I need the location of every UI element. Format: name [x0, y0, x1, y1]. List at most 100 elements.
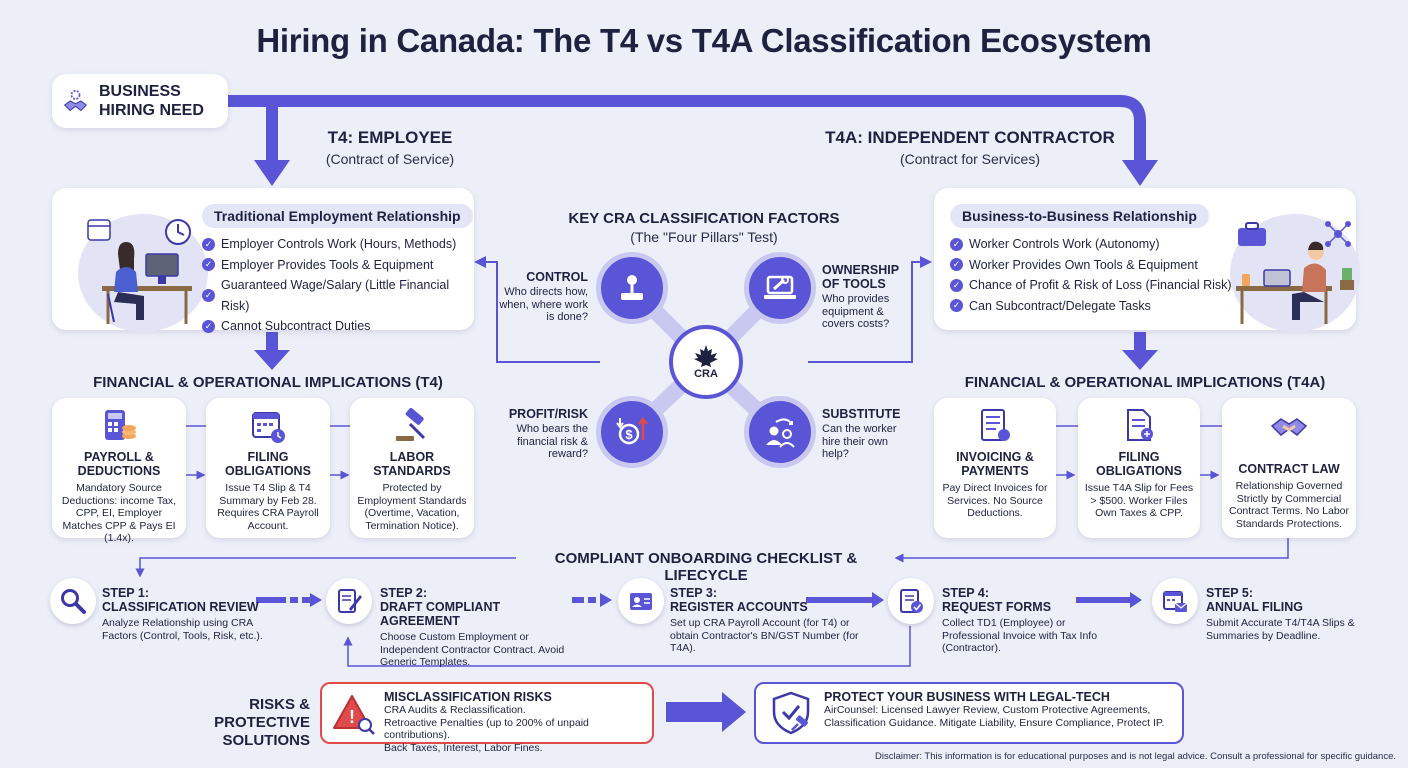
contractor-illustration: [1230, 214, 1360, 332]
t4-relationship-item: ✓Employer Controls Work (Hours, Methods): [202, 234, 474, 255]
t4-implications-heading: FINANCIAL & OPERATIONAL IMPLICATIONS (T4…: [93, 374, 443, 391]
gavel-icon: [392, 406, 432, 446]
handshake-gear-icon: [63, 90, 88, 112]
t4a-implication-filing: FILING OBLIGATIONS Issue T4A Slip for Fe…: [1078, 398, 1200, 538]
joystick-icon: [621, 275, 643, 300]
calculator-coins-icon: [99, 406, 139, 446]
factor-control: CONTROL Who directs how, when, where wor…: [499, 270, 588, 323]
flow-to-t4: [228, 95, 278, 166]
cra-hub: CRA: [669, 325, 743, 399]
t4a-relationship-item: ✓Can Subcontract/Delegate Tasks: [950, 296, 1232, 317]
document-pen-icon: [338, 589, 362, 613]
step-4-circle: [888, 578, 934, 624]
check-icon: ✓: [202, 258, 215, 272]
pillar-control: [596, 252, 668, 324]
id-card-icon: [630, 593, 652, 610]
t4-relationship-item: ✓Cannot Subcontract Duties: [202, 316, 474, 337]
factors-heading-block: KEY CRA CLASSIFICATION FACTORS (The "Fou…: [554, 210, 854, 245]
disclaimer: Disclaimer: This information is for educ…: [874, 751, 1396, 762]
document-icon: [1119, 406, 1159, 446]
check-icon: ✓: [950, 258, 963, 272]
pillar-ownership: [744, 252, 816, 324]
check-icon: ✓: [950, 278, 963, 292]
t4-implication-payroll: PAYROLL & DEDUCTIONS Mandatory Source De…: [52, 398, 186, 544]
protect-title: PROTECT YOUR BUSINESS WITH LEGAL-TECH: [824, 690, 1110, 704]
calendar-clock-icon: [248, 406, 288, 446]
factor-ownership: OWNERSHIP OF TOOLS Who provides equipmen…: [822, 263, 899, 330]
step-3: STEP 3: REGISTER ACCOUNTS Set up CRA Pay…: [670, 586, 859, 654]
t4-relationship-item: ✓Employer Provides Tools & Equipment: [202, 255, 474, 276]
t4-relationship-title: Traditional Employment Relationship: [202, 204, 473, 228]
t4a-heading: T4A: INDEPENDENT CONTRACTOR: [825, 128, 1115, 147]
misclassification-title: MISCLASSIFICATION RISKS: [384, 690, 552, 704]
maple-leaf-icon: [694, 345, 718, 367]
laptop-wrench-icon: [764, 275, 796, 299]
t4a-implication-contract: CONTRACT LAW Relationship Governed Stric…: [1222, 398, 1356, 538]
step-arrow-3-head: [872, 592, 884, 608]
step-2-circle: [326, 578, 372, 624]
protect-business-box: PROTECT YOUR BUSINESS WITH LEGAL-TECH Ai…: [754, 682, 1184, 744]
t4a-relationship-item: ✓Worker Provides Own Tools & Equipment: [950, 255, 1232, 276]
dollar-arrows-icon: $: [616, 416, 648, 445]
t4-subheading: (Contract of Service): [325, 151, 455, 167]
people-arrow-icon: [766, 418, 795, 448]
shield-gavel-icon: [772, 691, 810, 735]
check-icon: ✓: [950, 299, 963, 313]
t4a-relationship-content: Business-to-Business Relationship ✓Worke…: [950, 204, 1232, 316]
step-1: STEP 1: CLASSIFICATION REVIEW Analyze Re…: [102, 586, 263, 642]
check-icon: ✓: [950, 237, 963, 251]
t4a-down-shaft: [1134, 332, 1146, 354]
step-1-circle: [50, 578, 96, 624]
check-icon: ✓: [202, 319, 215, 333]
checklist-left-feed: [135, 557, 516, 578]
t4a-relationship-item: ✓Chance of Profit & Risk of Loss (Financ…: [950, 275, 1232, 296]
t4-relationship-content: Traditional Employment Relationship ✓Emp…: [202, 204, 474, 337]
step-arrow-4-head: [1130, 592, 1142, 608]
t4-implication-labor: LABOR STANDARDS Protected by Employment …: [350, 398, 474, 538]
step-arrow-2-head: [600, 593, 612, 607]
magnifier-icon: [61, 589, 86, 614]
employee-illustration: [78, 214, 208, 332]
t4a-implication-invoicing: INVOICING & PAYMENTS Pay Direct Invoices…: [934, 398, 1056, 538]
form-check-icon: [900, 589, 923, 613]
pillar-profit-risk: $: [596, 396, 668, 468]
checklist-heading: COMPLIANT ONBOARDING CHECKLIST & LIFECYC…: [554, 550, 858, 584]
business-need-label: BUSINESS HIRING NEED: [99, 83, 204, 119]
t4-heading-block: T4: EMPLOYEE (Contract of Service): [270, 128, 510, 167]
t4a-subheading: (Contract for Services): [899, 151, 1041, 167]
factors-subheading: (The "Four Pillars" Test): [630, 229, 778, 245]
flow-to-t4a-head: [1122, 160, 1158, 186]
invoice-icon: [975, 406, 1015, 446]
risk-to-protect-arrow: [666, 692, 746, 732]
step-2: STEP 2: DRAFT COMPLIANT AGREEMENT Choose…: [380, 586, 565, 668]
t4-relationship-item: ✓Guaranteed Wage/Salary (Little Financia…: [202, 275, 474, 316]
factor-profit-risk: PROFIT/RISK Who bears the financial risk…: [508, 407, 588, 460]
factors-heading: KEY CRA CLASSIFICATION FACTORS: [568, 210, 840, 227]
misclassification-box: ! MISCLASSIFICATION RISKS CRA Audits & R…: [320, 682, 654, 754]
svg-text:$: $: [625, 427, 633, 442]
step-5-circle: [1152, 578, 1198, 624]
checklist-right-feed: [894, 538, 1289, 563]
step-3-circle: [618, 578, 664, 624]
check-icon: ✓: [202, 237, 215, 251]
t4a-relationship-item: ✓Worker Controls Work (Autonomy): [950, 234, 1232, 255]
t4a-relationship-title: Business-to-Business Relationship: [950, 204, 1209, 228]
t4-relationship-card: Traditional Employment Relationship ✓Emp…: [52, 188, 474, 333]
svg-text:!: !: [349, 707, 355, 727]
calendar-mail-icon: [1163, 591, 1188, 612]
handshake-icon: [1269, 406, 1309, 446]
check-icon: ✓: [202, 289, 215, 302]
pillar-substitute: [744, 396, 816, 468]
t4a-down-head: [1122, 350, 1158, 370]
step-arrow-1-head: [310, 593, 322, 607]
cra-hub-label: CRA: [694, 368, 718, 380]
t4-down-head: [254, 350, 290, 370]
factor-substitute: SUBSTITUTE Can the worker hire their own…: [822, 407, 901, 460]
step-5: STEP 5: ANNUAL FILING Submit Accurate T4…: [1206, 586, 1355, 642]
t4-implication-filing: FILING OBLIGATIONS Issue T4 Slip & T4 Su…: [206, 398, 330, 538]
t4-heading: T4: EMPLOYEE: [327, 128, 453, 147]
page-title: Hiring in Canada: The T4 vs T4A Classifi…: [256, 22, 1152, 59]
risks-label: RISKS & PROTECTIVE SOLUTIONS: [214, 696, 310, 749]
step-4: STEP 4: REQUEST FORMS Collect TD1 (Emplo…: [942, 586, 1098, 654]
t4a-implications-heading: FINANCIAL & OPERATIONAL IMPLICATIONS (T4…: [964, 374, 1326, 391]
